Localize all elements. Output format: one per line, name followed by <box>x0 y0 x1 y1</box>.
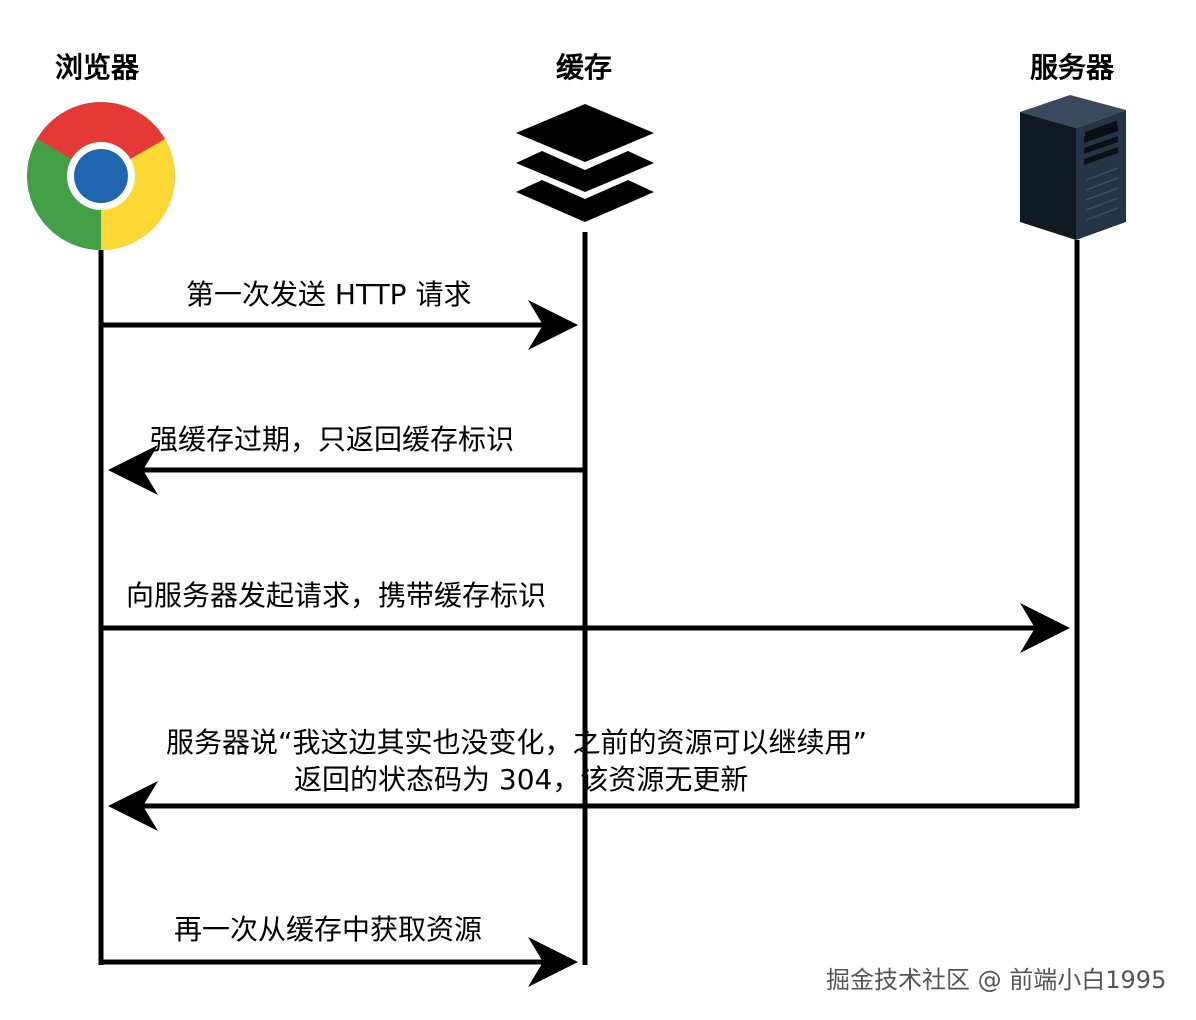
browser-actor-label: 浏览器 <box>55 51 140 84</box>
watermark-text: 掘金技术社区 @ 前端小白1995 <box>826 966 1167 994</box>
message-label-3: 向服务器发起请求，携带缓存标识 <box>126 579 547 612</box>
message-label-2: 强缓存过期，只返回缓存标识 <box>150 423 515 456</box>
server-actor-label: 服务器 <box>1030 51 1115 84</box>
cache-layers-icon <box>516 104 654 222</box>
message-label-4-line2: 返回的状态码为 304，该资源无更新 <box>294 763 749 796</box>
server-tower-icon <box>1020 95 1126 240</box>
message-label-5: 再一次从缓存中获取资源 <box>174 913 483 946</box>
message-label-4-line1: 服务器说“我这边其实也没变化，之前的资源可以继续用” <box>166 726 868 759</box>
chrome-browser-icon <box>27 102 175 250</box>
message-label-1: 第一次发送 HTTP 请求 <box>186 278 472 311</box>
cache-actor-label: 缓存 <box>556 51 613 84</box>
